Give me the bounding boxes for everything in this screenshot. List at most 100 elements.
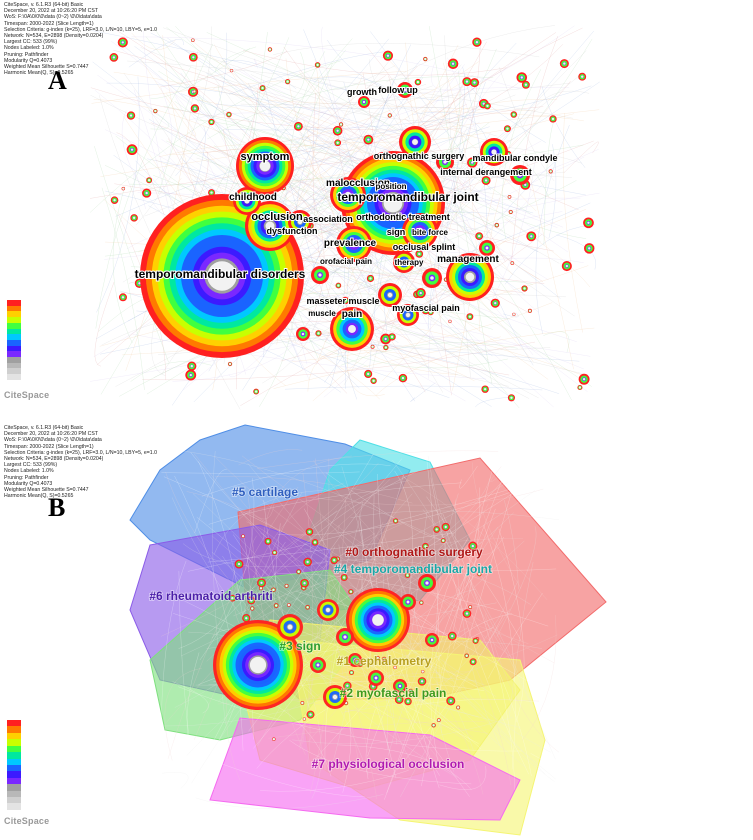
co-occurrence-edge — [382, 320, 503, 346]
co-occurrence-edge — [511, 36, 559, 264]
co-occurrence-edge — [319, 350, 475, 382]
keyword-node — [117, 37, 128, 48]
co-occurrence-edge — [284, 385, 543, 391]
co-occurrence-edge — [310, 497, 347, 794]
co-occurrence-edge — [314, 76, 410, 120]
co-occurrence-edge — [492, 161, 536, 300]
co-occurrence-edge — [303, 508, 345, 578]
co-occurrence-edge — [563, 141, 599, 174]
co-occurrence-edge — [130, 361, 212, 382]
co-occurrence-edge — [530, 752, 549, 762]
legend-swatch — [7, 311, 21, 318]
keyword-node — [464, 653, 470, 659]
keyword-node — [311, 266, 329, 284]
co-occurrence-edge — [289, 740, 472, 785]
panel-b-metadata-line: Harmonic Mean(Q, S)=0.5265 — [4, 493, 74, 500]
panel-b-metadata-line: CiteSpace, v. 6.1.R3 (64-bit) Basic — [4, 425, 84, 431]
keyword-node — [271, 587, 276, 593]
panel-b-metadata-line: Nodes Labeled: 1.0% — [4, 468, 54, 475]
keyword-node — [422, 542, 429, 550]
co-occurrence-edge — [404, 512, 428, 689]
co-occurrence-edge — [105, 190, 493, 357]
co-occurrence-edge — [427, 81, 486, 330]
keyword-node — [293, 121, 303, 131]
co-occurrence-edge — [469, 83, 546, 143]
keyword-label: prevalence — [324, 238, 377, 249]
co-occurrence-edge — [298, 538, 523, 595]
co-occurrence-edge — [185, 50, 408, 134]
keyword-node — [446, 696, 456, 706]
keyword-label: therapy — [395, 258, 424, 267]
co-occurrence-edge — [172, 613, 479, 744]
co-occurrence-edge — [504, 218, 591, 288]
co-occurrence-edge — [214, 456, 529, 644]
co-occurrence-edge — [439, 627, 494, 694]
co-occurrence-edge — [302, 675, 478, 682]
co-occurrence-edge — [127, 60, 574, 119]
co-occurrence-edge — [215, 476, 413, 504]
legend-swatch — [7, 784, 21, 791]
co-occurrence-edge — [365, 45, 506, 262]
keyword-label: muscle — [308, 309, 336, 318]
keyword-node — [272, 737, 276, 741]
co-occurrence-edge — [398, 39, 481, 305]
cluster-polygon-occlusion — [209, 717, 521, 821]
keyword-node — [146, 177, 153, 184]
co-occurrence-edge — [303, 548, 351, 579]
co-occurrence-edge — [277, 453, 374, 612]
co-occurrence-edge — [484, 613, 559, 753]
keyword-node — [348, 653, 362, 667]
keyword-node — [468, 605, 473, 610]
panel-a-metadata-line: Modularity Q=0.4073 — [4, 57, 53, 64]
legend-swatch — [7, 739, 21, 746]
co-occurrence-edge — [273, 488, 544, 506]
co-occurrence-edge — [541, 86, 586, 168]
co-occurrence-edge — [449, 488, 513, 703]
co-occurrence-edge — [253, 58, 259, 69]
co-occurrence-edge — [321, 26, 348, 142]
keyword-node — [109, 53, 119, 62]
co-occurrence-edge — [260, 770, 409, 792]
co-occurrence-edge — [240, 289, 451, 406]
keyword-node — [190, 104, 200, 113]
keyword-node — [317, 599, 339, 621]
legend-swatch — [7, 357, 21, 363]
co-occurrence-edge — [96, 76, 140, 313]
co-occurrence-edge — [314, 536, 505, 760]
keyword-node — [315, 330, 322, 337]
co-occurrence-edge — [327, 39, 447, 102]
panel-a-metadata-line: Nodes Labeled: 1.0% — [4, 45, 54, 52]
keyword-node — [250, 606, 255, 611]
co-occurrence-edge — [131, 32, 177, 50]
cluster-label: #4 temporomandibular joint — [334, 562, 492, 576]
co-occurrence-edge — [180, 482, 508, 657]
keyword-node — [388, 333, 396, 341]
co-occurrence-edge — [402, 476, 548, 600]
co-occurrence-edge — [213, 490, 325, 555]
keyword-node — [559, 59, 569, 69]
keyword-node — [375, 656, 380, 661]
co-occurrence-edge — [364, 540, 525, 710]
keyword-node — [393, 251, 415, 273]
keyword-node — [584, 243, 595, 254]
panel-a-metadata-line: CiteSpace, v. 6.1.R3 (64-bit) Basic — [4, 2, 84, 8]
keyword-node — [456, 705, 461, 710]
legend-swatch — [7, 771, 21, 778]
co-occurrence-edge — [290, 611, 489, 687]
co-occurrence-edge — [444, 35, 471, 378]
keyword-node — [418, 574, 436, 592]
co-occurrence-edge — [359, 561, 391, 752]
co-occurrence-edge — [428, 26, 493, 384]
co-occurrence-edge — [162, 27, 497, 137]
co-occurrence-edge — [228, 330, 286, 378]
keyword-node — [300, 578, 309, 588]
co-occurrence-edge — [294, 121, 338, 222]
co-occurrence-edge — [238, 449, 303, 466]
co-occurrence-edge — [233, 534, 307, 660]
keyword-node — [330, 307, 374, 351]
co-occurrence-edge — [501, 159, 549, 197]
keyword-node — [126, 111, 136, 120]
co-occurrence-edge — [275, 480, 409, 560]
co-occurrence-edge — [355, 260, 396, 302]
